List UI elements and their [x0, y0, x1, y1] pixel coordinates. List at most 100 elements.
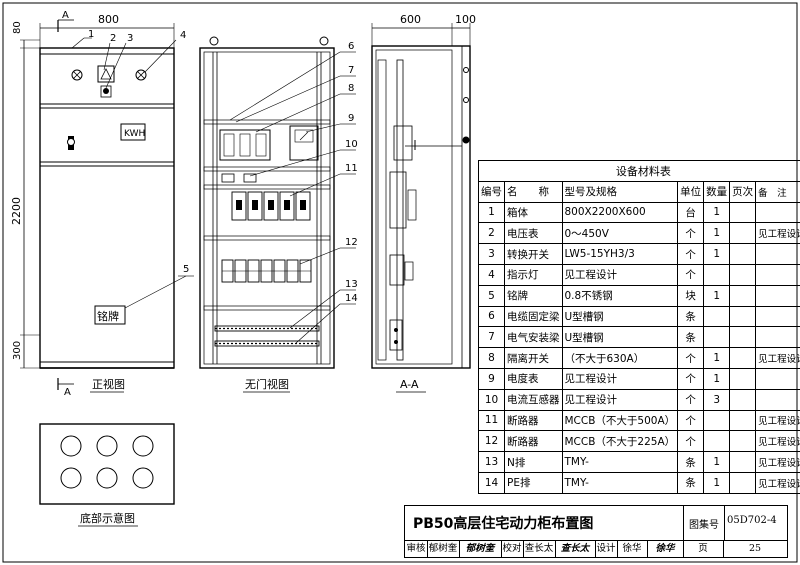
table-cell-unit: 个	[677, 347, 705, 369]
dim-plinth: 80	[12, 21, 23, 34]
table-cell-page	[729, 430, 757, 453]
table-cell-qty: 1	[703, 471, 731, 494]
callout-9: 9	[348, 113, 354, 124]
table-cell-no: 12	[478, 430, 505, 453]
table-cell-note	[755, 284, 800, 307]
table-cell-unit: 块	[677, 284, 705, 307]
check-label: 校对	[501, 540, 524, 558]
table-cell-page	[729, 347, 757, 369]
table-cell-no: 11	[478, 409, 505, 432]
page-number: 25	[748, 543, 762, 554]
table-cell-qty	[703, 409, 731, 432]
table-cell-name: 指示灯	[504, 263, 563, 286]
table-cell-unit: 个	[677, 367, 705, 390]
table-cell-page	[729, 471, 757, 494]
table-cell-model: MCCB（不大于225A）	[561, 430, 679, 453]
bottom-view: 底部示意图	[39, 423, 175, 527]
table-cell-model: 0～450V	[561, 222, 679, 245]
callout-11: 11	[345, 163, 358, 174]
table-cell-note: 见工程设计	[755, 471, 800, 494]
table-cell-model: MCCB（不大于500A）	[561, 409, 679, 432]
table-cell-name: PE排	[504, 471, 563, 494]
table-cell-page	[729, 388, 757, 411]
current-transformer	[221, 173, 235, 183]
bottom-view-caption: 底部示意图	[80, 511, 135, 525]
front-view-caption: 正视图	[92, 377, 125, 391]
table-cell-page	[729, 243, 757, 265]
breaker-row-large	[231, 191, 311, 221]
header-no: 编号	[478, 180, 505, 203]
cable-entry-hole-icon	[96, 435, 118, 457]
table-cell-unit: 个	[677, 263, 705, 286]
table-cell-note	[755, 388, 800, 411]
section-a-top: A	[62, 10, 69, 21]
front-view: 800 A 80 2200 300 KWH	[10, 10, 194, 398]
page-label: 页	[683, 540, 724, 558]
table-cell-name: N排	[504, 451, 563, 473]
table-cell-no: 2	[478, 222, 505, 245]
isolating-switch	[219, 129, 271, 161]
table-cell-name: 电度表	[504, 367, 563, 390]
material-table-header: 编号 名 称 型号及规格 单位 数量 页次 备 注	[478, 180, 800, 203]
review-label: 审核	[405, 540, 428, 558]
title-block: PB50高层住宅动力柜布置图 图集号 05D702-4 审核 郁树奎 郁树奎 校…	[404, 505, 788, 558]
callout-12: 12	[345, 237, 358, 248]
table-cell-unit: 条	[677, 326, 705, 349]
callout-6: 6	[348, 41, 354, 52]
table-cell-model: 0.8不锈钢	[561, 284, 679, 307]
table-cell-no: 1	[478, 201, 505, 224]
table-cell-page	[729, 222, 757, 245]
callout-13: 13	[345, 279, 358, 290]
breaker-row-small	[221, 259, 312, 283]
callout-2: 2	[110, 33, 116, 44]
callout-1: 1	[88, 29, 94, 40]
table-cell-qty: 3	[703, 388, 731, 411]
lifting-eye-icon	[319, 36, 329, 46]
material-table-title: 设备材料表	[478, 160, 800, 182]
table-cell-note: 见工程设计	[755, 451, 800, 473]
cable-entry-hole-icon	[132, 435, 154, 457]
callout-3: 3	[127, 33, 133, 44]
doorless-view-caption: 无门视图	[245, 377, 289, 391]
design-label: 设计	[595, 540, 618, 558]
callout-4: 4	[180, 30, 186, 41]
table-cell-page	[729, 451, 757, 473]
table-cell-model: 800X2200X600	[561, 201, 679, 224]
table-cell-model: LW5-15YH3/3	[561, 243, 679, 265]
cable-entry-hole-icon	[132, 467, 154, 489]
table-cell-model: （不大于630A）	[561, 347, 679, 369]
table-cell-no: 3	[478, 243, 505, 265]
reviewer-signature: 郁树奎	[459, 540, 502, 558]
drawing-title: PB50高层住宅动力柜布置图	[413, 516, 594, 532]
callout-5: 5	[183, 264, 189, 275]
table-cell-note: 见工程设计	[755, 347, 800, 369]
callout-7: 7	[348, 65, 354, 76]
table-cell-name: 隔离开关	[504, 347, 563, 369]
table-cell-model: TMY-	[561, 471, 679, 494]
table-cell-no: 6	[478, 305, 505, 328]
indicator-lamp-icon	[71, 69, 83, 81]
lifting-eye-icon	[209, 36, 219, 46]
table-cell-qty	[703, 326, 731, 349]
table-cell-qty: 1	[703, 451, 731, 473]
table-cell-no: 13	[478, 451, 505, 473]
section-aa-view: 600 100 A-A	[371, 13, 476, 393]
table-cell-qty: 1	[703, 222, 731, 245]
energy-meter	[289, 125, 319, 161]
section-a-bottom: A	[64, 387, 71, 398]
callout-10: 10	[345, 139, 358, 150]
table-cell-name: 断路器	[504, 409, 563, 432]
table-cell-page	[729, 201, 757, 224]
table-cell-note	[755, 243, 800, 265]
table-cell-unit: 个	[677, 243, 705, 265]
table-cell-page	[729, 305, 757, 328]
checker-name: 查长太	[523, 540, 556, 558]
